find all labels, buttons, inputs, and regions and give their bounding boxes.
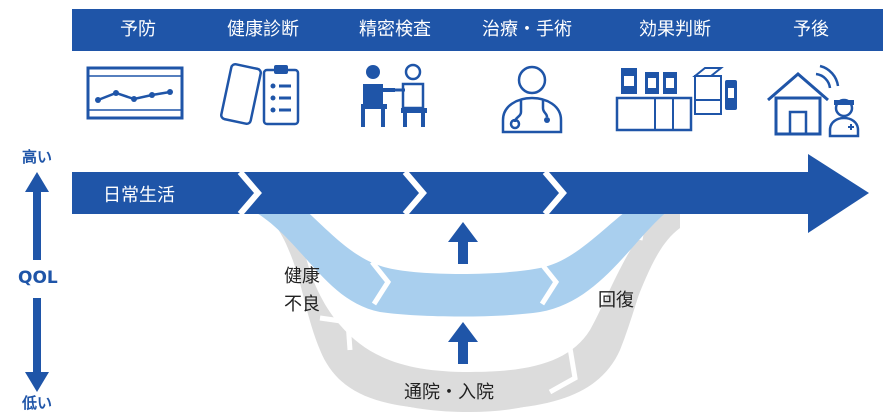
stage-label-prognosis: 予後	[793, 19, 829, 40]
recovery-label: 回復	[598, 290, 634, 311]
ill-health-label-line1: 健康	[284, 266, 320, 287]
doctor-consultation-icon	[355, 62, 435, 132]
qol-down-arrow	[25, 298, 49, 392]
line-chart-monitor-icon	[86, 62, 184, 124]
qol-axis-label: QOL	[18, 268, 58, 288]
home-nurse-icon	[764, 62, 864, 138]
qol-up-arrow	[25, 172, 49, 260]
stage-label-treatment: 治療・手術	[482, 19, 572, 40]
up-arrow-upper	[448, 222, 478, 264]
doctor-stethoscope-icon	[497, 62, 567, 134]
light-blue-band	[240, 176, 690, 317]
stage-label-detailed-exam: 精密検査	[359, 19, 431, 40]
pharmacy-medicine-icon	[615, 62, 739, 132]
up-arrow-lower	[448, 322, 478, 364]
stage-header-bar	[72, 9, 883, 51]
stage-label-prevention: 予防	[120, 19, 156, 40]
smartphone-clipboard-icon	[212, 62, 312, 128]
daily-life-arrow	[72, 154, 869, 233]
stage-label-effect-evaluation: 効果判断	[639, 19, 711, 40]
stage-label-health-checkup: 健康診断	[227, 19, 299, 40]
ill-health-label-line2: 不良	[284, 294, 320, 315]
qol-low-label: 低い	[22, 394, 53, 412]
hospital-label: 通院・入院	[404, 382, 494, 403]
daily-life-label: 日常生活	[103, 185, 175, 206]
qol-high-label: 高い	[22, 148, 53, 166]
